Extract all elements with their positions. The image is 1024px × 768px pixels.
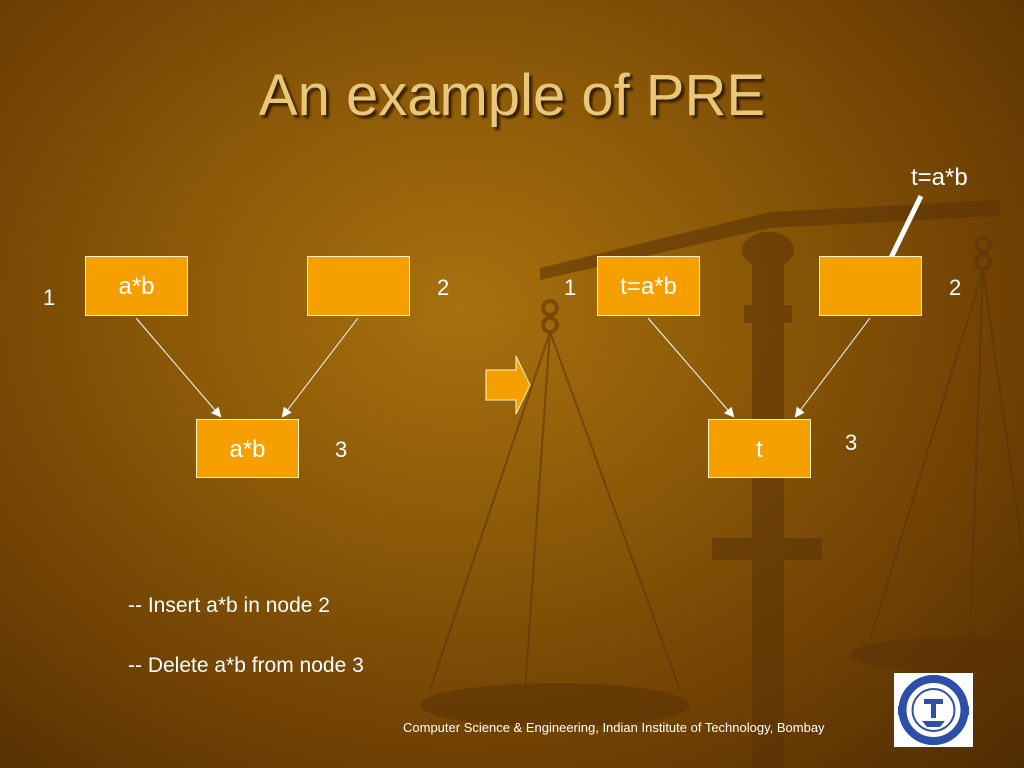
edge-before-2-3: [281, 317, 359, 418]
before-node-1: a*b: [85, 256, 188, 316]
edge-after-2-3: [794, 317, 871, 418]
before-node-1-label: a*b: [118, 273, 155, 300]
edge-after-1-3: [647, 317, 735, 418]
note-insert: -- Insert a*b in node 2: [128, 594, 330, 617]
before-node-3: a*b: [196, 419, 299, 478]
slide-title: An example of PRE: [258, 63, 766, 128]
after-node-1-number: 1: [564, 275, 577, 300]
after-node-3-number: 3: [845, 430, 858, 455]
after-node-1: t=a*b: [597, 256, 700, 316]
before-node-2-number: 2: [437, 275, 450, 300]
edge-before-1-3: [135, 317, 222, 418]
after-node-3: t: [708, 419, 811, 478]
after-node-2-number: 2: [949, 275, 962, 300]
after-node-3-label: t: [756, 436, 763, 463]
before-node-1-number: 1: [43, 285, 56, 310]
before-node-3-label: a*b: [229, 436, 266, 463]
right-arrow-icon: [485, 355, 531, 415]
footer-text: Computer Science & Engineering, Indian I…: [403, 720, 825, 735]
before-node-3-number: 3: [335, 437, 348, 462]
note-delete: -- Delete a*b from node 3: [128, 654, 364, 677]
after-node-2: [819, 256, 922, 316]
before-node-2: [307, 256, 410, 316]
after-node-1-label: t=a*b: [620, 273, 677, 300]
iit-bombay-logo: [894, 673, 973, 747]
callout-label: t=a*b: [911, 164, 968, 191]
